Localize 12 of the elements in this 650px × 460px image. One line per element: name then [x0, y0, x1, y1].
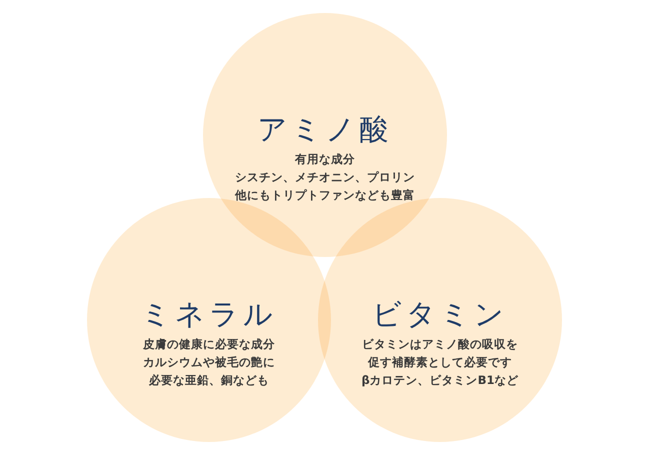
- circle-text: βカロテン、ビタミンB1など: [362, 372, 518, 389]
- circle-heading: ミネラル: [141, 296, 277, 333]
- circle-text: 必要な亜鉛、銅なども: [149, 372, 269, 389]
- circle-heading: ビタミン: [372, 296, 508, 333]
- circle-text: 有用な成分: [295, 151, 355, 168]
- circle-text: 促す補酵素として必要です: [368, 354, 512, 371]
- circle-text: ビタミンはアミノ酸の吸収を: [362, 336, 518, 353]
- circle-text: 他にもトリプトファンなども豊富: [235, 187, 415, 204]
- circle-text: 皮膚の健康に必要な成分: [143, 336, 275, 353]
- circle-heading: アミノ酸: [258, 111, 392, 148]
- circle-text: シスチン、メチオニン、プロリン: [235, 169, 415, 186]
- circle-text: カルシウムや被毛の艶に: [143, 354, 275, 371]
